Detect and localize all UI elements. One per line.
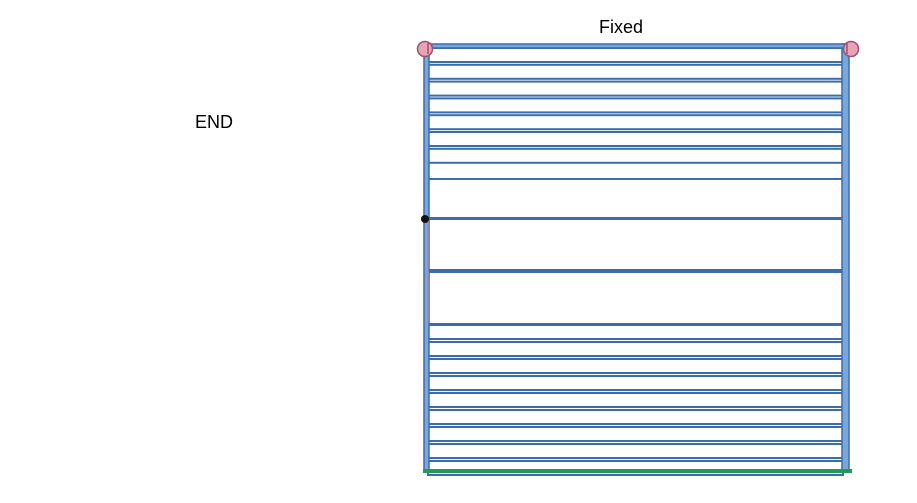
slat	[427, 114, 844, 131]
large-slat	[427, 178, 844, 219]
slat	[427, 63, 844, 80]
right-rail	[841, 43, 850, 473]
fixed-label: Fixed	[599, 17, 644, 37]
slat	[427, 375, 844, 391]
cord-knob	[421, 215, 429, 223]
slat	[427, 324, 844, 340]
slat	[427, 443, 844, 459]
slat	[427, 409, 844, 425]
right-fixed-pin	[842, 40, 860, 58]
slat	[427, 80, 844, 97]
large-slat	[427, 271, 846, 325]
slat	[427, 358, 844, 374]
slat	[427, 47, 844, 63]
slat	[427, 147, 844, 164]
end-label: END	[195, 112, 234, 132]
large-slat	[427, 218, 844, 271]
slat	[427, 341, 844, 357]
slat	[427, 426, 844, 442]
top-bar	[423, 43, 850, 49]
slat	[427, 392, 844, 408]
slat	[427, 131, 844, 147]
left-fixed-pin	[416, 40, 434, 58]
slats-group	[427, 47, 846, 476]
base-line	[423, 469, 852, 473]
slat	[427, 97, 844, 114]
